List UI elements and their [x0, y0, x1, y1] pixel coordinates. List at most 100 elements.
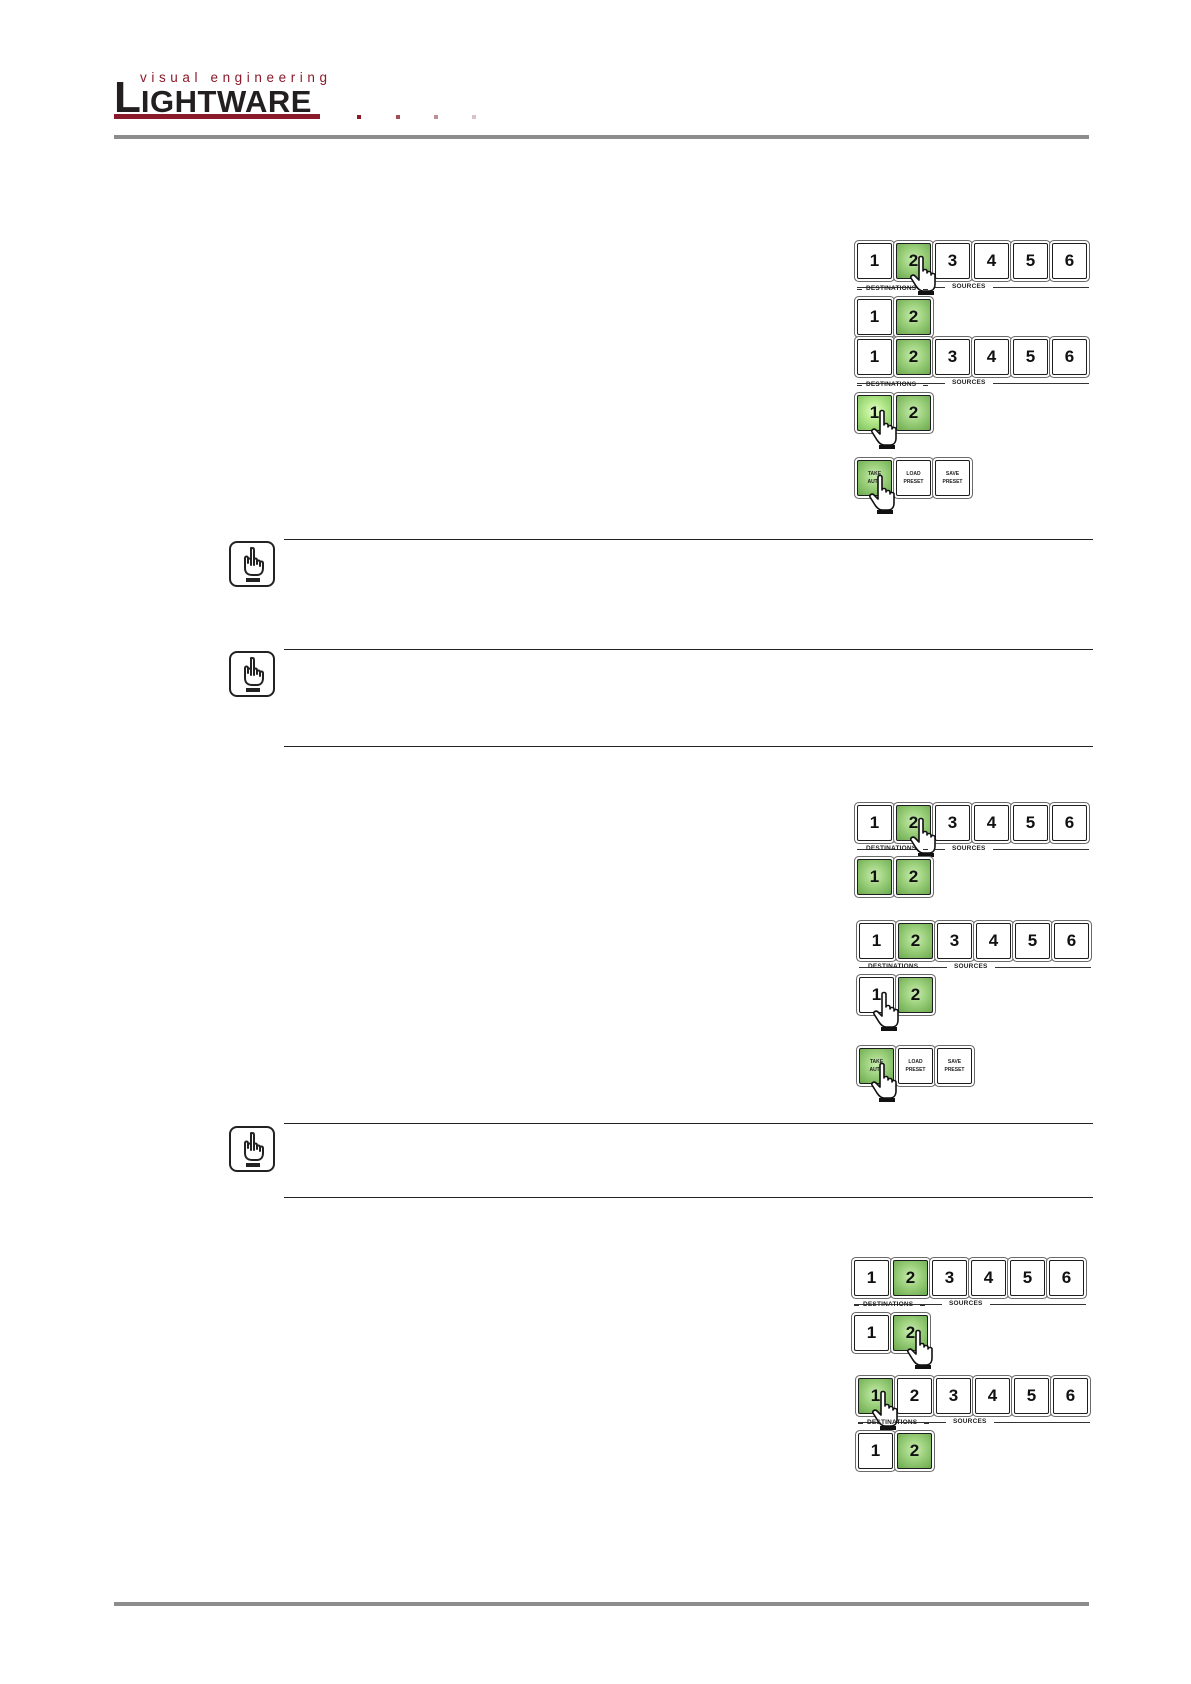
source-key-6[interactable]: 6	[1052, 805, 1087, 841]
destination-key-2-label: 2	[909, 1441, 920, 1460]
destinations-caption: DESTINATIONS	[866, 845, 917, 852]
destination-key-2[interactable]: 2	[897, 1433, 932, 1469]
source-key-4[interactable]: 4	[974, 339, 1009, 375]
sources-rule	[993, 383, 1089, 384]
lightware-logo: visual engineering LIGHTWARE	[114, 70, 327, 124]
source-key-6-label: 6	[1064, 813, 1075, 832]
source-key-6[interactable]: 6	[1053, 1378, 1088, 1414]
source-key-5[interactable]: 5	[1014, 1378, 1049, 1414]
destinations-rule	[920, 1305, 925, 1306]
source-key-1[interactable]: 1	[857, 243, 892, 279]
source-key-3-label: 3	[947, 347, 958, 366]
destinations-rule	[858, 1423, 863, 1424]
footer-rule	[114, 1602, 1089, 1606]
source-key-4[interactable]: 4	[975, 1378, 1010, 1414]
source-key-2[interactable]: 2	[893, 1260, 928, 1296]
destination-key-1-label: 1	[869, 403, 880, 422]
source-key-2-label: 2	[908, 813, 919, 832]
source-key-5-label: 5	[1025, 347, 1036, 366]
source-key-1[interactable]: 1	[859, 923, 894, 959]
source-key-5[interactable]: 5	[1013, 339, 1048, 375]
source-key-5[interactable]: 5	[1010, 1260, 1045, 1296]
source-key-4[interactable]: 4	[971, 1260, 1006, 1296]
destinations-rule	[857, 385, 862, 386]
source-key-4[interactable]: 4	[976, 923, 1011, 959]
sources-caption: SOURCES	[952, 379, 986, 386]
destination-key-2[interactable]: 2	[898, 977, 933, 1013]
destination-key-2-label: 2	[910, 985, 921, 1004]
destination-key-2[interactable]: 2	[896, 859, 931, 895]
take-auto-button-line2: AUTO	[867, 479, 882, 485]
source-key-6[interactable]: 6	[1049, 1260, 1084, 1296]
destination-key-1[interactable]: 1	[859, 977, 894, 1013]
source-key-6-label: 6	[1061, 1268, 1072, 1287]
destination-key-2[interactable]: 2	[896, 395, 931, 431]
destination-key-1-label: 1	[871, 985, 882, 1004]
destination-key-2-label: 2	[908, 403, 919, 422]
source-key-4[interactable]: 4	[974, 805, 1009, 841]
source-key-6[interactable]: 6	[1052, 243, 1087, 279]
sources-rule	[857, 287, 945, 288]
source-key-3-label: 3	[944, 1268, 955, 1287]
source-key-1[interactable]: 1	[854, 1260, 889, 1296]
source-key-2-label: 2	[909, 1386, 920, 1405]
destination-key-1[interactable]: 1	[858, 1433, 893, 1469]
source-key-2-label: 2	[910, 931, 921, 950]
source-key-5[interactable]: 5	[1013, 243, 1048, 279]
save-preset-button-line2: PRESET	[944, 1067, 965, 1073]
destination-key-2-label: 2	[905, 1323, 916, 1342]
source-key-6[interactable]: 6	[1054, 923, 1089, 959]
destinations-caption: DESTINATIONS	[866, 285, 917, 292]
source-key-4[interactable]: 4	[974, 243, 1009, 279]
hand-cursor-icon	[872, 1390, 902, 1430]
source-key-5-label: 5	[1026, 1386, 1037, 1405]
source-key-3[interactable]: 3	[937, 923, 972, 959]
destinations-rule	[924, 1423, 929, 1424]
source-key-6-label: 6	[1064, 251, 1075, 270]
destination-key-2[interactable]: 2	[896, 299, 931, 335]
sources-rule	[990, 1304, 1086, 1305]
source-key-5-label: 5	[1025, 813, 1036, 832]
destination-key-1[interactable]: 1	[857, 859, 892, 895]
source-key-3-label: 3	[948, 1386, 959, 1405]
source-key-1[interactable]: 1	[857, 805, 892, 841]
source-key-1[interactable]: 1	[857, 339, 892, 375]
load-preset-button-line1: LOAD	[908, 1059, 923, 1065]
save-preset-button-line2: PRESET	[942, 479, 963, 485]
load-preset-button-line1: LOAD	[906, 471, 921, 477]
sources-rule	[995, 967, 1091, 968]
save-preset-button-line1: SAVE	[947, 1059, 962, 1065]
destinations-rule	[859, 967, 864, 968]
source-key-5[interactable]: 5	[1013, 805, 1048, 841]
source-key-2[interactable]: 2	[897, 1378, 932, 1414]
hand-cursor-icon	[871, 409, 901, 449]
source-key-3[interactable]: 3	[935, 339, 970, 375]
source-key-6[interactable]: 6	[1052, 339, 1087, 375]
destination-key-1-label: 1	[866, 1323, 877, 1342]
destinations-rule	[923, 385, 928, 386]
destinations-rule	[923, 289, 928, 290]
source-key-5-label: 5	[1025, 251, 1036, 270]
sources-rule	[854, 1304, 942, 1305]
save-preset-button[interactable]: SAVE PRESET	[937, 1048, 972, 1084]
destination-key-1[interactable]: 1	[854, 1315, 889, 1351]
source-key-6-label: 6	[1065, 1386, 1076, 1405]
sources-rule	[994, 1422, 1090, 1423]
source-key-2-label: 2	[908, 347, 919, 366]
source-key-5[interactable]: 5	[1015, 923, 1050, 959]
source-key-4-label: 4	[986, 347, 997, 366]
source-key-3[interactable]: 3	[935, 805, 970, 841]
source-key-3[interactable]: 3	[936, 1378, 971, 1414]
sources-caption: SOURCES	[953, 1418, 987, 1425]
source-key-4-label: 4	[983, 1268, 994, 1287]
source-key-3[interactable]: 3	[935, 243, 970, 279]
take-auto-button-line1: TAKE	[867, 471, 882, 477]
source-key-2[interactable]: 2	[896, 339, 931, 375]
source-key-3-label: 3	[949, 931, 960, 950]
source-key-2[interactable]: 2	[898, 923, 933, 959]
destination-key-1[interactable]: 1	[857, 299, 892, 335]
source-key-3[interactable]: 3	[932, 1260, 967, 1296]
